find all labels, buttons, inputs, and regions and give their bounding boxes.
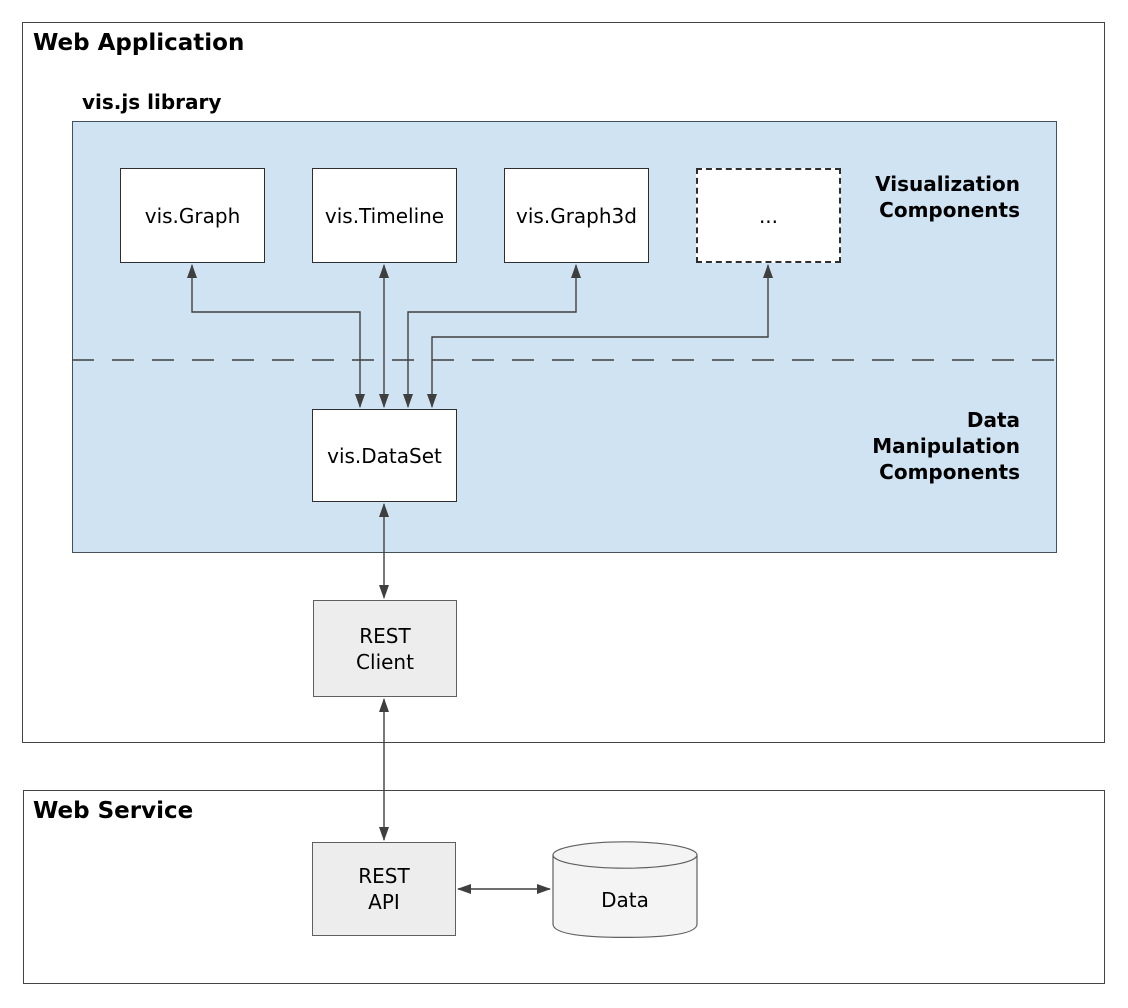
dataset-label: vis.DataSet	[327, 443, 442, 468]
component-box-vis-graph: vis.Graph	[120, 168, 265, 263]
rest-client-box: REST Client	[313, 600, 457, 697]
web-application-box	[22, 22, 1105, 743]
visualization-components-label: Visualization Components	[875, 172, 1020, 222]
web-service-title: Web Service	[33, 798, 194, 824]
data-manipulation-components-label: Data Manipulation Components	[872, 408, 1020, 484]
rest-api-label: REST API	[358, 864, 410, 914]
rest-api-box: REST API	[312, 842, 456, 936]
data-store-cylinder: Data	[552, 841, 698, 939]
dataset-box: vis.DataSet	[312, 409, 457, 502]
web-service-box	[23, 790, 1105, 984]
rest-client-label: REST Client	[356, 623, 414, 674]
component-label-placeholder: ...	[758, 203, 779, 228]
database-cylinder-icon	[552, 841, 698, 939]
component-box-placeholder: ...	[696, 168, 841, 263]
component-label-vis-graph: vis.Graph	[144, 203, 241, 228]
data-store-label: Data	[601, 887, 649, 912]
component-box-vis-graph3d: vis.Graph3d	[504, 168, 649, 263]
component-box-vis-timeline: vis.Timeline	[312, 168, 457, 263]
visjs-library-label: vis.js library	[82, 90, 222, 114]
component-label-vis-timeline: vis.Timeline	[324, 203, 445, 228]
web-application-title: Web Application	[33, 30, 245, 56]
component-label-vis-graph3d: vis.Graph3d	[516, 203, 637, 228]
